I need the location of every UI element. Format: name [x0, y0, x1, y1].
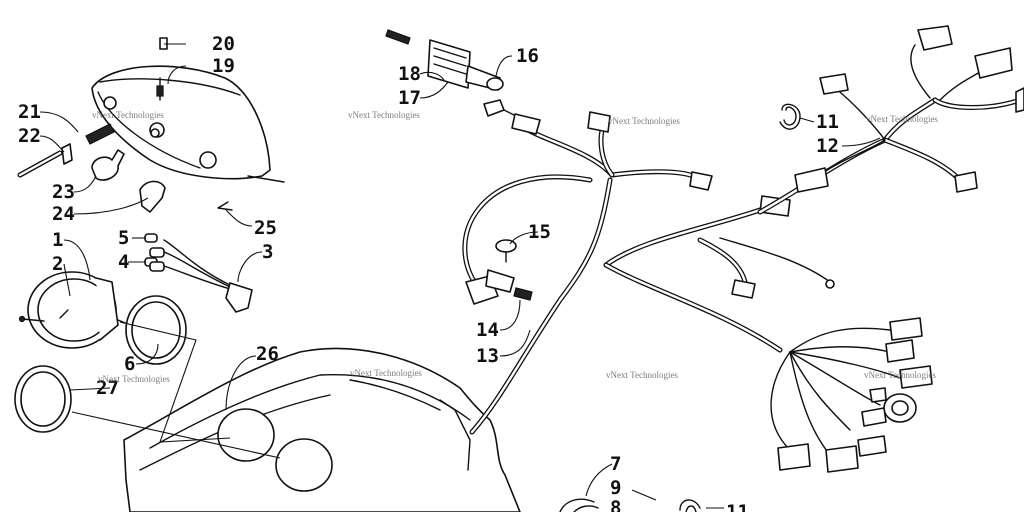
spring-21: [85, 123, 115, 145]
callout-26: 26: [256, 343, 279, 365]
dash-panel-body: [123, 347, 521, 512]
callout-1: 1: [52, 229, 63, 251]
callout-4: 4: [118, 251, 129, 273]
callout-21: 21: [18, 101, 41, 123]
harness-connector-14: [465, 239, 533, 305]
callout-8: 8: [610, 497, 621, 512]
bulb-5: [144, 233, 158, 243]
bulb-and-socket: [91, 149, 233, 213]
headlight-housing: [91, 65, 271, 180]
callout-12: 12: [816, 135, 839, 157]
adjusting-screw-and-spring: [17, 123, 160, 178]
callout-5: 5: [118, 227, 129, 249]
gauge-ring-27: [14, 365, 72, 433]
watermark: vNext Technologies: [866, 114, 938, 124]
watermark: vNext Technologies: [606, 370, 678, 380]
watermark: vNext Technologies: [350, 368, 422, 378]
nut-16: [486, 77, 504, 91]
callout-6: 6: [124, 353, 135, 375]
callout-15: 15: [528, 221, 551, 243]
watermarks: vNext Technologies vNext Technologies vN…: [92, 110, 938, 384]
gauge-opening-right: [275, 438, 333, 492]
callout-23: 23: [52, 181, 75, 203]
bolt-18: [385, 29, 411, 45]
callout-7: 7: [610, 453, 621, 475]
callout-11-top: 11: [816, 111, 839, 133]
watermark: vNext Technologies: [92, 110, 164, 120]
dash-panel: [123, 347, 521, 512]
callout-18: 18: [398, 63, 421, 85]
indicator-bulb-harness: [144, 233, 253, 313]
callout-25: 25: [254, 217, 277, 239]
watermark: vNext Technologies: [864, 370, 936, 380]
callout-16: 16: [516, 45, 539, 67]
callout-27: 27: [96, 377, 119, 399]
bulb-23: [91, 149, 125, 181]
headlight-bulb-socket: [103, 96, 117, 110]
connector-boot: [587, 111, 611, 133]
headlight-clip-19: [156, 85, 164, 97]
leader-lines: [39, 43, 881, 509]
voltage-regulator: [385, 29, 521, 119]
callout-3: 3: [262, 241, 273, 263]
sub-harness-12: [757, 25, 1024, 215]
connector-top-2: [974, 47, 1013, 79]
lower-harness-branch: [770, 317, 933, 473]
callout-24: 24: [52, 203, 75, 225]
callout-13: 13: [476, 345, 499, 367]
main-wiring-harness: [462, 111, 835, 435]
socket-24: [139, 180, 166, 213]
watermark: vNext Technologies: [98, 374, 170, 384]
harness-connector-3: [225, 282, 253, 313]
callout-17: 17: [398, 87, 421, 109]
regulator-body: [427, 39, 471, 89]
callout-20: 20: [212, 33, 235, 55]
screw-bracket: [61, 143, 73, 165]
fuse-15: [495, 239, 517, 253]
callout-2: 2: [52, 253, 63, 275]
callout-22: 22: [18, 125, 41, 147]
callout-11-bottom: 11: [726, 501, 749, 512]
bottom-parts: [559, 498, 701, 512]
callout-19: 19: [212, 55, 235, 77]
gauge-opening-left: [217, 408, 275, 462]
watermark: vNext Technologies: [348, 110, 420, 120]
speedometer-gauge: [18, 271, 131, 349]
watermark: vNext Technologies: [608, 116, 680, 126]
callout-labels: 20 19 21 22 23 24 25 1 2 3 4 5 6 27 26 1…: [18, 33, 839, 512]
callout-14: 14: [476, 319, 499, 341]
connector-top-1: [917, 25, 953, 51]
callout-9: 9: [610, 477, 621, 499]
wire-clip-11: [779, 103, 801, 130]
